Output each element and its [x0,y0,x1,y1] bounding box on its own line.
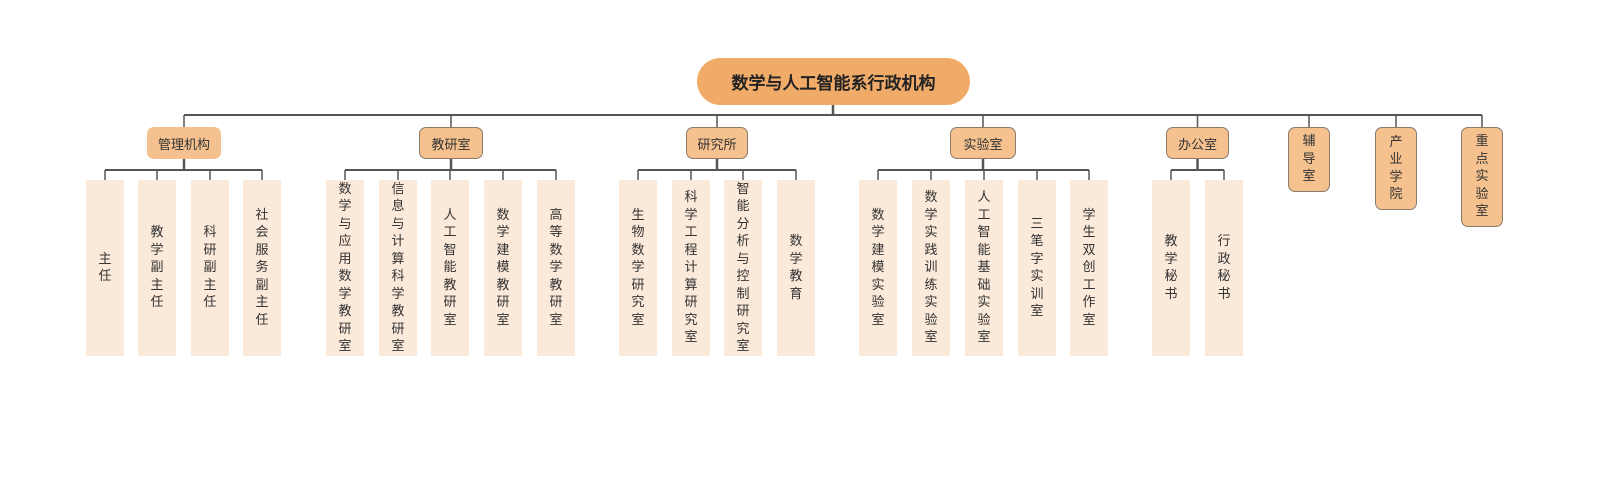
leaf-node[interactable]: 教学秘书 [1152,180,1190,356]
branch-label: 辅导室 [1302,134,1316,185]
leaf-node[interactable]: 科研副主任 [191,180,229,356]
leaf-node[interactable]: 人工智能基础实验室 [965,180,1003,356]
leaf-label: 数学建模教研室 [496,207,510,328]
leaf-label: 主任 [98,251,112,285]
leaf-node[interactable]: 主任 [86,180,124,356]
branch-node[interactable]: 产业学院 [1375,127,1417,210]
branch-label: 教研室 [431,137,471,153]
leaf-node[interactable]: 行政秘书 [1205,180,1243,356]
leaf-node[interactable]: 信息与计算科学教研室 [379,180,417,356]
branch-label: 实验室 [963,137,1003,153]
leaf-label: 科研副主任 [203,225,217,311]
leaf-label: 高等数学教研室 [549,207,563,328]
branch-label: 管理机构 [157,137,210,153]
leaf-label: 科学工程计算研究室 [684,190,698,346]
leaf-node[interactable]: 人工智能教研室 [431,180,469,356]
leaf-node[interactable]: 科学工程计算研究室 [672,180,710,356]
branch-label: 办公室 [1177,137,1217,153]
leaf-label: 智能分析与控制研究室 [736,181,750,355]
root-title: 数学与人工智能系行政机构 [731,74,936,94]
branch-node[interactable]: 办公室 [1166,127,1229,159]
branch-label: 产业学院 [1389,134,1403,203]
leaf-label: 三笔字实训室 [1030,216,1044,320]
leaf-label: 行政秘书 [1217,234,1231,302]
leaf-label: 数学与应用数学教研室 [338,181,352,355]
branch-node[interactable]: 研究所 [686,127,748,159]
leaf-label: 教学秘书 [1164,234,1178,302]
leaf-label: 学生双创工作室 [1082,207,1096,328]
branch-node[interactable]: 管理机构 [147,127,221,159]
branch-node[interactable]: 辅导室 [1288,127,1330,192]
branch-node[interactable]: 教研室 [419,127,483,159]
leaf-node[interactable]: 智能分析与控制研究室 [724,180,762,356]
branch-node[interactable]: 实验室 [950,127,1016,159]
branch-node[interactable]: 重点实验室 [1461,127,1503,227]
leaf-label: 人工智能教研室 [443,207,457,328]
leaf-node[interactable]: 高等数学教研室 [537,180,575,356]
leaf-node[interactable]: 数学实践训练实验室 [912,180,950,356]
leaf-label: 人工智能基础实验室 [977,190,991,346]
root-node[interactable]: 数学与人工智能系行政机构 [697,58,970,105]
leaf-label: 生物数学研究室 [631,207,645,328]
leaf-node[interactable]: 数学与应用数学教研室 [326,180,364,356]
leaf-node[interactable]: 教学副主任 [138,180,176,356]
leaf-node[interactable]: 数学建模教研室 [484,180,522,356]
leaf-label: 数学实践训练实验室 [924,190,938,346]
branch-label: 重点实验室 [1475,134,1489,220]
leaf-label: 数学教育 [789,234,803,302]
leaf-label: 教学副主任 [150,225,164,311]
leaf-node[interactable]: 学生双创工作室 [1070,180,1108,356]
leaf-label: 数学建模实验室 [871,207,885,328]
leaf-node[interactable]: 数学建模实验室 [859,180,897,356]
leaf-label: 信息与计算科学教研室 [391,181,405,355]
branch-label: 研究所 [697,137,737,153]
leaf-label: 社会服务副主任 [255,207,269,328]
leaf-node[interactable]: 数学教育 [777,180,815,356]
leaf-node[interactable]: 三笔字实训室 [1018,180,1056,356]
leaf-node[interactable]: 生物数学研究室 [619,180,657,356]
leaf-node[interactable]: 社会服务副主任 [243,180,281,356]
